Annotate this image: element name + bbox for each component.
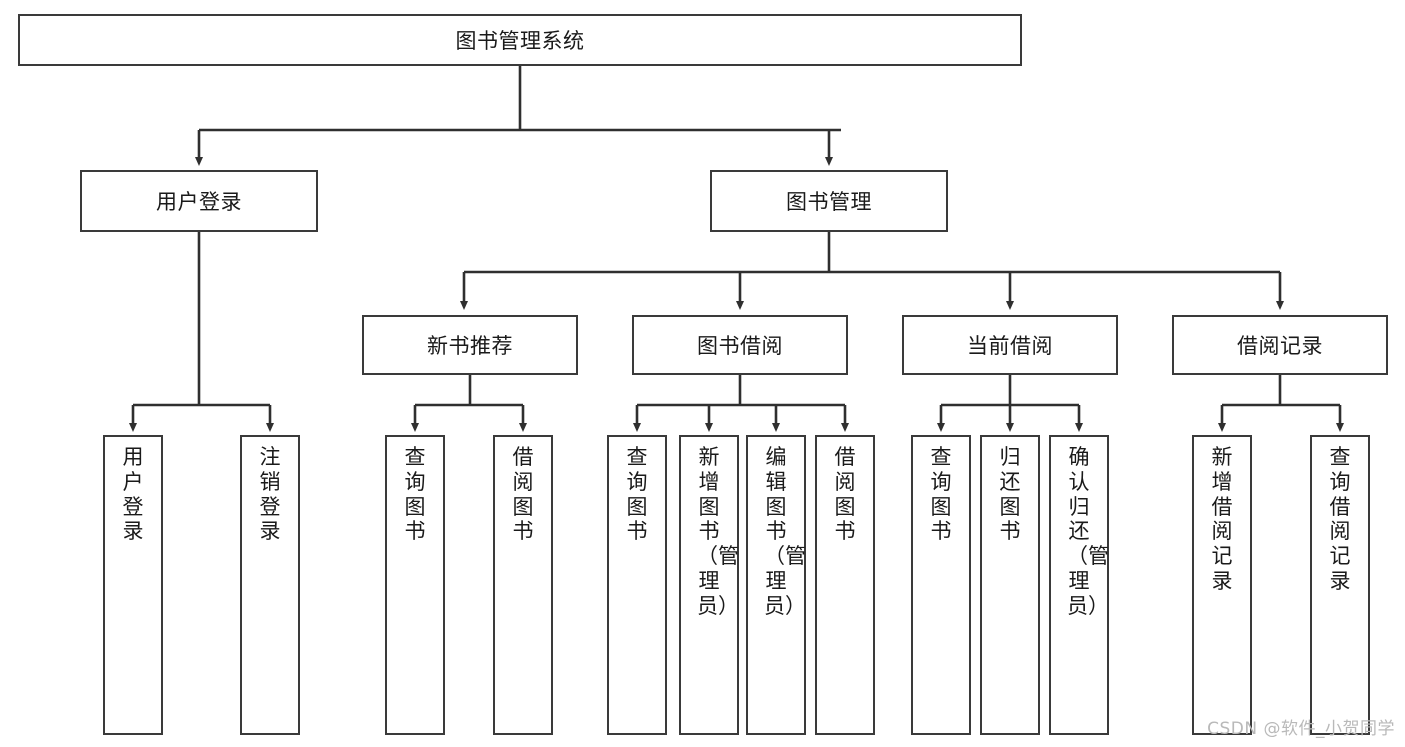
leaf-borrow-book-recommend[interactable]: 借阅图书 [493,435,553,735]
node-book-borrow[interactable]: 图书借阅 [632,315,848,375]
leaf-add-borrow-record[interactable]: 新增借阅记录 [1192,435,1252,735]
node-label: 归还图书 [999,445,1021,544]
node-label: 查询图书 [626,445,648,544]
node-current-borrow[interactable]: 当前借阅 [902,315,1118,375]
node-label: 注销登录 [259,445,281,544]
leaf-query-book-borrow[interactable]: 查询图书 [607,435,667,735]
node-label: 新书推荐 [427,334,513,358]
leaf-confirm-return-admin[interactable]: 确认归还（管理员） [1049,435,1109,735]
csdn-watermark: CSDN @软件_小贺同学 [1207,719,1395,739]
node-label: 用户登录 [122,445,144,544]
node-label: 查询图书 [930,445,952,544]
leaf-borrow-book[interactable]: 借阅图书 [815,435,875,735]
leaf-query-book-recommend[interactable]: 查询图书 [385,435,445,735]
node-label: 查询借阅记录 [1329,445,1351,593]
node-label: 确认归还（管理员） [1067,445,1109,618]
leaf-user-login[interactable]: 用户登录 [103,435,163,735]
node-label: 图书管理系统 [455,29,585,53]
node-label: 借阅图书 [512,445,534,544]
node-root-system[interactable]: 图书管理系统 [18,14,1022,66]
node-label: 编辑图书（管理员） [764,445,806,618]
node-label: 用户登录 [156,190,242,214]
node-label: 图书借阅 [697,334,783,358]
node-label: 新增图书（管理员） [697,445,739,618]
node-label: 查询图书 [404,445,426,544]
node-new-book-recommend[interactable]: 新书推荐 [362,315,578,375]
node-label: 借阅图书 [834,445,856,544]
leaf-query-book-current[interactable]: 查询图书 [911,435,971,735]
node-book-manage[interactable]: 图书管理 [710,170,948,232]
node-user-login[interactable]: 用户登录 [80,170,318,232]
leaf-return-book[interactable]: 归还图书 [980,435,1040,735]
node-label: 新增借阅记录 [1211,445,1233,593]
leaf-logout[interactable]: 注销登录 [240,435,300,735]
node-label: 当前借阅 [967,334,1053,358]
leaf-edit-book-admin[interactable]: 编辑图书（管理员） [746,435,806,735]
leaf-query-borrow-record[interactable]: 查询借阅记录 [1310,435,1370,735]
node-label: 借阅记录 [1237,334,1323,358]
leaf-add-book-admin[interactable]: 新增图书（管理员） [679,435,739,735]
node-borrow-record[interactable]: 借阅记录 [1172,315,1388,375]
node-label: 图书管理 [786,190,872,214]
